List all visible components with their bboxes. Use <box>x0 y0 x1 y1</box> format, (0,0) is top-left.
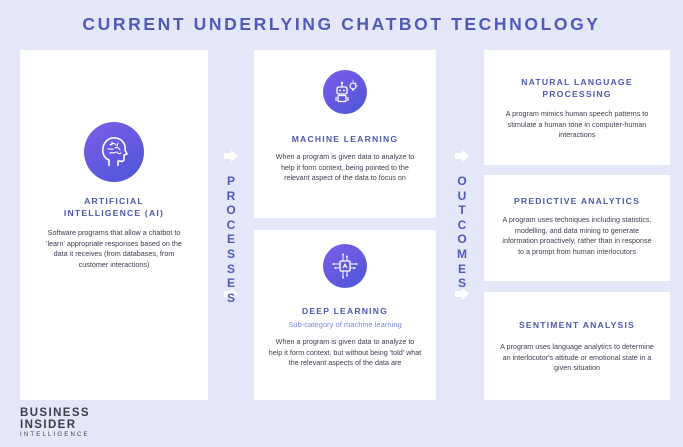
sentiment-analysis-heading: SENTIMENT ANALYSIS <box>519 320 635 330</box>
natural-language-processing-card: NATURAL LANGUAGE PROCESSING A program mi… <box>484 50 670 165</box>
logo-line-business: BUSINESS <box>20 407 90 419</box>
logo-line-intelligence: INTELLIGENCE <box>20 432 90 438</box>
business-insider-logo: BUSINESS INSIDER INTELLIGENCE <box>20 407 90 439</box>
outcomes-label: O U T C O M E S <box>457 174 467 291</box>
page-title: CURRENT UNDERLYING CHATBOT TECHNOLOGY <box>82 14 601 34</box>
sentiment-analysis-body: A program uses language analytics to det… <box>500 342 654 372</box>
ai-heading-line1: ARTIFICIAL <box>84 196 144 206</box>
ai-body: Software programs that allow a chatbot t… <box>46 228 182 269</box>
deep-learning-body: When a program is given data to analyze … <box>268 337 422 367</box>
predictive-analytics-body: A program uses techniques including stat… <box>502 215 652 256</box>
deep-learning-subheading: Sub-category of machine learning <box>288 320 402 329</box>
ai-card: ARTIFICIAL INTELLIGENCE (AI) Software pr… <box>20 50 208 400</box>
machine-learning-heading: MACHINE LEARNING <box>291 134 399 144</box>
logo-line-insider: INSIDER <box>20 418 77 431</box>
processes-label: P R O C E S S E S <box>226 174 236 305</box>
sentiment-analysis-card: SENTIMENT ANALYSIS A program uses langua… <box>484 292 670 400</box>
machine-learning-body: When a program is given data to analyze … <box>275 152 415 182</box>
nlp-body: A program mimics human speech patterns t… <box>505 109 649 139</box>
chevron-right-icon <box>455 150 469 162</box>
deep-learning-card: DEEP LEARNING Sub-category of machine le… <box>254 230 436 400</box>
deep-learning-heading: DEEP LEARNING <box>301 306 389 316</box>
robot-idea-icon <box>323 70 367 114</box>
nlp-heading-line2: PROCESSING <box>542 89 612 99</box>
chevron-right-icon <box>224 150 238 162</box>
chevron-right-icon <box>455 288 469 300</box>
nlp-heading-line1: NATURAL LANGUAGE <box>521 77 633 87</box>
chevron-right-icon <box>224 288 238 300</box>
predictive-analytics-heading: PREDICTIVE ANALYTICS <box>513 196 641 206</box>
machine-learning-card: MACHINE LEARNING When a program is given… <box>254 50 436 218</box>
circuit-chip-icon <box>323 244 367 288</box>
ai-heading-line2: INTELLIGENCE (AI) <box>63 208 165 218</box>
brain-head-icon <box>84 122 144 182</box>
predictive-analytics-card: PREDICTIVE ANALYTICS A program uses tech… <box>484 175 670 281</box>
